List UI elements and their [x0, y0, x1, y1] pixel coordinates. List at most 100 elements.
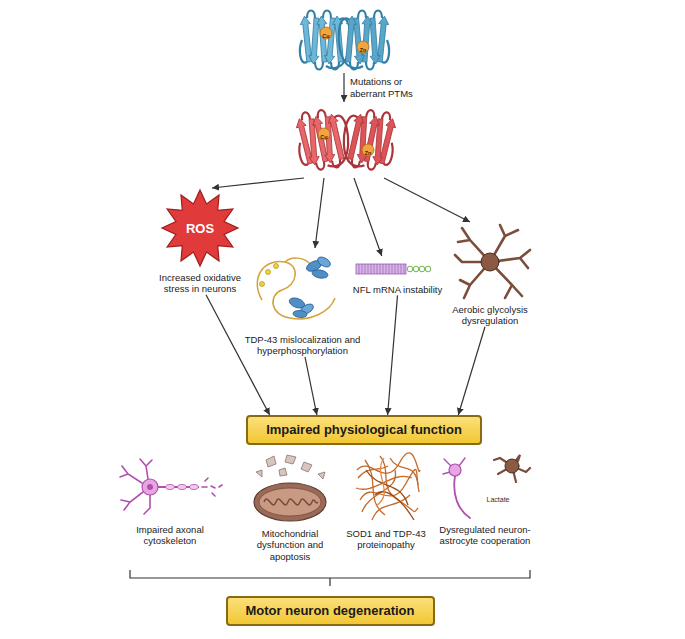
damaged-neuron — [121, 492, 143, 510]
sod1-misfolded-structure — [318, 128, 330, 140]
arrow-connector — [343, 73, 344, 102]
protein-structure: CuZn — [296, 5, 392, 73]
astrocyte — [455, 225, 530, 298]
damaged-neuron — [147, 484, 153, 490]
damaged-neuron — [140, 459, 152, 479]
figure-area — [338, 452, 434, 526]
edge-label: Mutations or aberrant PTMs — [350, 76, 428, 99]
figure-caption: Increased oxidative stress in neurons — [148, 272, 253, 295]
figure-caption: Dysregulated neuron-astrocyte cooperatio… — [431, 524, 539, 547]
protein-aggregate — [390, 458, 418, 485]
metal-label: Zn — [360, 47, 367, 53]
neuron-astrocyte-pair — [454, 476, 470, 518]
box-label: Impaired physiological function — [266, 422, 462, 438]
damaged-neuron — [120, 459, 222, 514]
figure-area — [440, 222, 540, 302]
ros-star — [162, 190, 238, 266]
arrow-connector — [384, 178, 470, 222]
tdp43-structure — [316, 255, 332, 269]
protein-structure: CuZn — [294, 102, 394, 178]
mitochondrion — [254, 483, 326, 521]
tdp43-figure: TDP-43 mislocalization and hyperphosphor… — [240, 248, 365, 357]
figure-area — [294, 102, 394, 178]
neuron-astrocyte-pair — [449, 464, 461, 476]
figure-area — [235, 452, 345, 526]
damaged-neuron — [144, 495, 150, 514]
damaged-neuron — [142, 479, 158, 495]
figure-caption: TDP-43 mislocalization and hyperphosphor… — [244, 334, 362, 357]
arrow-connector — [305, 357, 317, 415]
mrna-figure: NFL mRNA instability — [345, 256, 450, 295]
arrow-connector — [354, 178, 382, 256]
figure-area — [296, 5, 392, 73]
arrow-connector — [315, 178, 324, 248]
damaged-neuron — [178, 485, 187, 490]
mitochondrion — [254, 455, 326, 521]
figure-area — [430, 452, 540, 522]
figure-caption: Aerobic glycolysis dysregulation — [443, 304, 538, 327]
edge-label-anchor: Mutations or aberrant PTMs — [350, 76, 428, 99]
mitochondria-figure: Mitochondrial dysfunction and apoptosis — [235, 452, 345, 562]
protein-aggregate — [362, 470, 396, 512]
mrna-strand — [359, 264, 404, 274]
mrna-strand — [419, 266, 425, 272]
bracket — [130, 570, 530, 586]
astrocyte — [481, 253, 499, 271]
mitochondrion — [301, 462, 312, 472]
label-anchor: Cu — [320, 125, 327, 143]
bracket — [130, 570, 530, 586]
mrna-strand — [356, 264, 406, 274]
tdp43-structure — [266, 270, 271, 275]
protein-aggregate — [375, 492, 414, 520]
figure-caption: SOD1 and TDP-43 proteinopathy — [338, 528, 434, 551]
figure-area — [345, 256, 450, 282]
sod1-native-structure — [300, 11, 390, 70]
neuron-astrocyte-pair — [505, 459, 519, 473]
tdp43-structure — [257, 262, 335, 319]
astrocyte-figure: Aerobic glycolysis dysregulation — [440, 222, 540, 327]
label-anchor: ROS — [186, 219, 214, 237]
metal-label: Cu — [322, 33, 329, 39]
protein-aggregate — [358, 466, 388, 478]
sod1-misfolded-structure — [362, 144, 374, 156]
arrow-connector — [388, 295, 398, 415]
label-anchor: Lactate — [487, 488, 510, 506]
protein-aggregate — [356, 453, 420, 520]
sod1-native-structure — [339, 11, 390, 70]
protein-aggregate — [372, 495, 410, 520]
tdp43-structure — [311, 269, 328, 280]
sod1-misfolded-structure — [340, 107, 399, 172]
label-anchor: Zn — [365, 141, 372, 159]
damaged-neuron — [120, 466, 142, 483]
neuron-astrocyte-figure: LactateDysregulated neuron-astrocyte coo… — [430, 452, 540, 547]
metal-label: Cu — [320, 134, 327, 140]
mitochondrion — [264, 499, 318, 505]
mitochondrion — [285, 455, 296, 464]
mitochondrion — [318, 472, 325, 479]
mitochondrion — [266, 456, 276, 467]
ros-star — [162, 190, 238, 266]
ros-star: ROS Increased oxidative stress in neurons — [140, 188, 260, 295]
damaged-neuron — [202, 478, 222, 496]
protein-aggregate — [376, 458, 384, 506]
tdp43-structure — [274, 264, 279, 269]
mrna-strand — [413, 266, 419, 272]
mitochondrion — [259, 488, 321, 516]
process-box: Impaired physiological function — [246, 415, 482, 445]
figure-area — [115, 452, 225, 522]
figure-area — [240, 248, 365, 332]
figure-label: Lactate — [487, 496, 510, 503]
tdp43-structure — [257, 255, 335, 319]
mitochondrion — [256, 470, 262, 477]
protein-aggregate — [366, 470, 408, 505]
outcome-box: Motor neuron degeneration — [226, 596, 435, 626]
fibril-figure: SOD1 and TDP-43 proteinopathy — [338, 452, 434, 551]
arrow-connector — [212, 178, 304, 188]
box-label: Motor neuron degeneration — [246, 603, 415, 619]
neuron-figure: Impaired axonal cytoskeleton — [115, 452, 225, 547]
sod1-misfolded-structure — [294, 107, 399, 172]
neuron-astrocyte-pair — [494, 455, 530, 482]
